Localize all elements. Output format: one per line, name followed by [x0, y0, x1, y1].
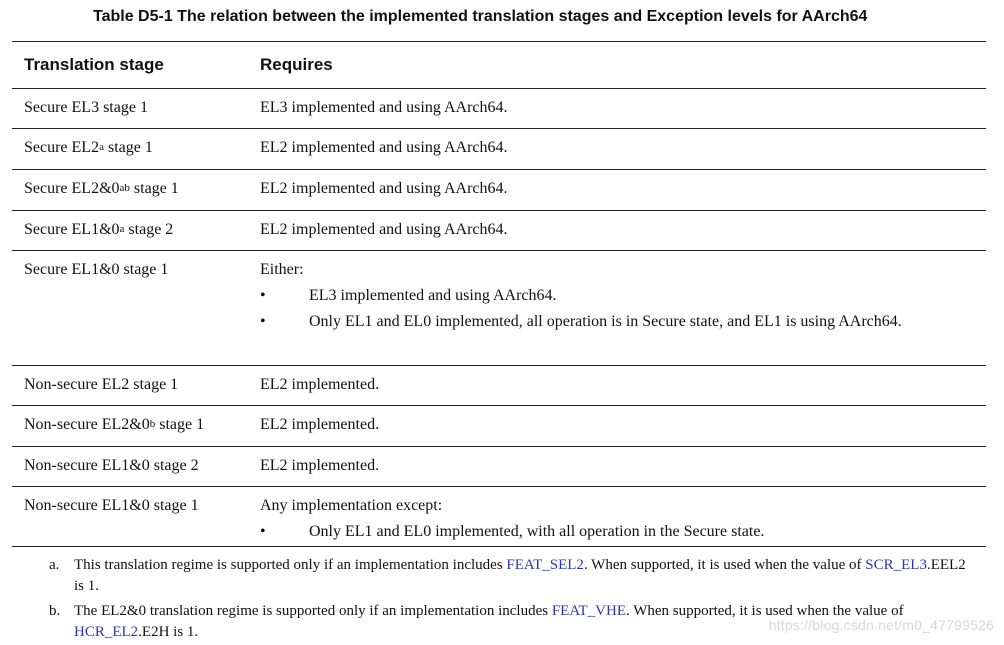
- requires-intro: Either:: [260, 261, 304, 278]
- translation-stage-cell: Non-secure EL1&0 stage 1: [24, 496, 199, 516]
- table-row: Non-secure EL2 stage 1 EL2 implemented.: [12, 366, 986, 406]
- stage-text: Secure EL1&0 stage 1: [24, 261, 169, 278]
- requires-cell: Either: • EL3 implemented and using AArc…: [260, 260, 940, 338]
- requirement-text: Only EL1 and EL0 implemented, with all o…: [309, 523, 765, 540]
- requirement-list: • Only EL1 and EL0 implemented, with all…: [260, 522, 940, 542]
- stage-text: Secure EL3 stage 1: [24, 99, 148, 116]
- translation-stage-cell: Secure EL3 stage 1: [24, 98, 148, 118]
- bullet-icon: •: [260, 523, 266, 540]
- requires-intro: Any implementation except:: [260, 497, 443, 514]
- requires-cell: EL2 implemented.: [260, 457, 380, 474]
- table-row: Secure EL1&0 stage 1 Either: • EL3 imple…: [12, 251, 986, 366]
- footnote-a: a. This translation regime is supported …: [49, 555, 969, 597]
- bullet-icon: •: [260, 313, 266, 330]
- footnote-text: . When supported, it is used when the va…: [583, 557, 866, 573]
- table-footnotes: a. This translation regime is supported …: [49, 555, 969, 645]
- requirement-text: EL3 implemented and using AArch64.: [309, 287, 557, 304]
- footnote-label: b.: [49, 603, 61, 619]
- footnote-text: .E2H is 1.: [138, 624, 199, 640]
- requirement-list-item: • Only EL1 and EL0 implemented, all oper…: [260, 312, 929, 332]
- stage-text: Secure EL2: [24, 139, 100, 156]
- footnote-marker: a: [119, 223, 125, 235]
- translation-stage-cell: Non-secure EL1&0 stage 2: [24, 456, 199, 476]
- translation-stage-cell: Secure EL2&0ab stage 1: [24, 179, 179, 199]
- table-row: Non-secure EL2&0b stage 1 EL2 implemente…: [12, 406, 986, 447]
- stage-text: Secure EL1&0: [24, 221, 120, 238]
- footnote-b: b. The EL2&0 translation regime is suppo…: [49, 601, 969, 643]
- requires-header: Requires: [260, 55, 333, 74]
- requires-cell: Any implementation except: • Only EL1 an…: [260, 496, 940, 548]
- stage-text: Non-secure EL2&0: [24, 416, 150, 433]
- stage-text: Non-secure EL1&0 stage 1: [24, 497, 199, 514]
- table-row: Non-secure EL1&0 stage 1 Any implementat…: [12, 487, 986, 547]
- requires-cell: EL2 implemented and using AArch64.: [260, 221, 508, 238]
- stage-text: Non-secure EL1&0 stage 2: [24, 457, 199, 474]
- requires-cell: EL2 implemented and using AArch64.: [260, 180, 508, 197]
- table-row: Secure EL2a stage 1 EL2 implemented and …: [12, 129, 986, 170]
- bullet-icon: •: [260, 287, 266, 304]
- requirement-list: • EL3 implemented and using AArch64. • O…: [260, 286, 940, 332]
- requirement-list-item: • EL3 implemented and using AArch64.: [260, 286, 929, 306]
- requirement-text: Only EL1 and EL0 implemented, all operat…: [309, 313, 902, 330]
- translation-stage-cell: Non-secure EL2 stage 1: [24, 375, 178, 395]
- table-header-row: Translation stage Requires: [12, 42, 986, 89]
- feat-sel2-link[interactable]: FEAT_SEL2: [506, 557, 584, 573]
- requirement-list-item: • Only EL1 and EL0 implemented, with all…: [260, 522, 929, 542]
- footnote-text: This translation regime is supported onl…: [74, 557, 507, 573]
- translation-stage-cell: Secure EL1&0a stage 2: [24, 220, 173, 240]
- table-row: Secure EL3 stage 1 EL3 implemented and u…: [12, 89, 986, 129]
- table-row: Non-secure EL1&0 stage 2 EL2 implemented…: [12, 447, 986, 487]
- requires-cell: EL2 implemented and using AArch64.: [260, 139, 508, 156]
- translation-stage-cell: Secure EL1&0 stage 1: [24, 260, 168, 280]
- requires-cell: EL3 implemented and using AArch64.: [260, 99, 508, 116]
- table-row: Secure EL1&0a stage 2 EL2 implemented an…: [12, 211, 986, 251]
- requires-cell: EL2 implemented.: [260, 376, 380, 393]
- stage-suffix: stage 1: [129, 180, 179, 197]
- stage-suffix: stage 1: [155, 416, 205, 433]
- feat-vhe-link[interactable]: FEAT_VHE: [551, 603, 626, 619]
- footnote-text: The EL2&0 translation regime is supporte…: [74, 603, 552, 619]
- footnote-marker: b: [149, 418, 156, 430]
- footnote-text: .EEL2 is 1.: [74, 557, 966, 594]
- stage-suffix: stage 1: [103, 139, 153, 156]
- footnote-text: . When supported, it is used when the va…: [625, 603, 904, 619]
- stage-suffix: stage 2: [124, 221, 174, 238]
- stage-text: Secure EL2&0: [24, 180, 120, 197]
- translation-stage-header: Translation stage: [24, 55, 164, 74]
- scr-el3-link[interactable]: SCR_EL3: [865, 557, 927, 573]
- stage-text: Non-secure EL2 stage 1: [24, 376, 179, 393]
- source-watermark: https://blog.csdn.net/m0_47799526: [768, 617, 994, 633]
- translation-stage-table: Translation stage Requires Secure EL3 st…: [12, 41, 986, 547]
- footnote-label: a.: [49, 557, 60, 573]
- table-title: Table D5-1 The relation between the impl…: [93, 8, 868, 25]
- translation-stage-cell: Non-secure EL2&0b stage 1: [24, 415, 204, 435]
- footnote-marker: a: [99, 141, 104, 153]
- translation-stage-cell: Secure EL2a stage 1: [24, 138, 153, 158]
- requires-cell: EL2 implemented.: [260, 416, 380, 433]
- table-row: Secure EL2&0ab stage 1 EL2 implemented a…: [12, 170, 986, 211]
- footnote-marker: ab: [119, 182, 130, 194]
- hcr-el2-link[interactable]: HCR_EL2: [74, 624, 139, 640]
